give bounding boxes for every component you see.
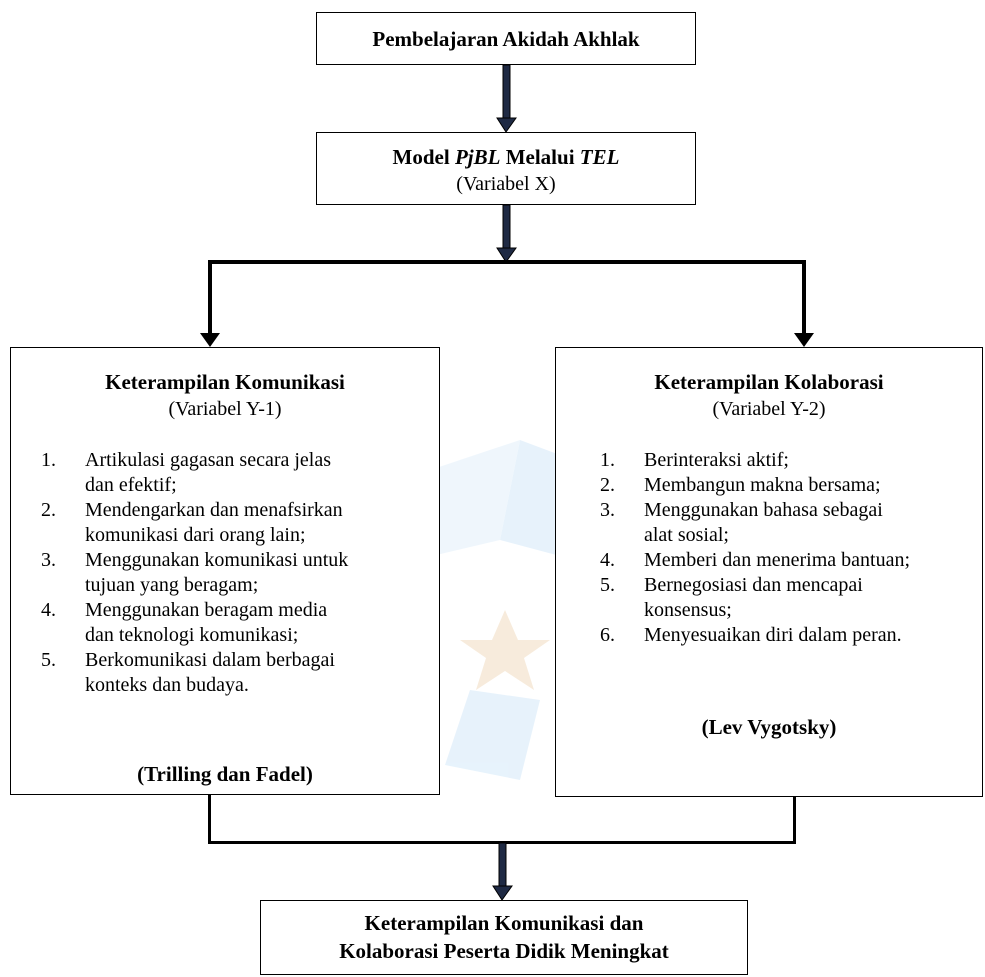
list-item: 4. Menggunakan beragam media dan teknologi… bbox=[41, 598, 436, 648]
list-item-number: 2. bbox=[600, 474, 615, 496]
list-item: 4. Memberi dan menerima bantuan; bbox=[600, 548, 980, 573]
model-title-part-2: PjBL bbox=[454, 145, 501, 169]
list-item-text: konsensus; bbox=[644, 599, 732, 621]
merge-right bbox=[793, 797, 796, 843]
arrowhead-split bbox=[496, 247, 517, 263]
left-box-variable: (Variabel Y-1) bbox=[168, 398, 282, 420]
model-title-part-1: Model bbox=[392, 145, 455, 169]
arrowhead-model bbox=[496, 117, 517, 133]
left-box-title: Keterampilan Komunikasi bbox=[105, 370, 345, 394]
arrowhead-left bbox=[200, 333, 220, 347]
connector-model-down bbox=[502, 204, 511, 251]
list-item-text: Mendengarkan dan menafsirkan bbox=[85, 499, 343, 521]
left-box-list: 1. Artikulasi gagasan secara jelas dan efe… bbox=[41, 448, 436, 698]
model-title-part-3: Melalui bbox=[500, 145, 580, 169]
bottom-box-line-1: Keterampilan Komunikasi dan bbox=[364, 911, 644, 935]
list-item-text: komunikasi dari orang lain; bbox=[85, 524, 306, 546]
connector-left bbox=[208, 260, 212, 335]
model-box-title: Model PjBL Melalui TEL bbox=[317, 143, 695, 171]
list-item-number: 5. bbox=[41, 649, 56, 671]
list-item: 6. Menyesuaikan diri dalam peran. bbox=[600, 623, 980, 648]
list-item-text: Menggunakan beragam media bbox=[85, 599, 328, 621]
connector-bottom bbox=[498, 842, 507, 888]
right-box: Keterampilan Kolaborasi (Variabel Y-2) 1… bbox=[555, 347, 983, 797]
list-item-text: Menggunakan komunikasi untuk bbox=[85, 549, 349, 571]
top-box: Pembelajaran Akidah Akhlak bbox=[316, 12, 696, 65]
list-item-text: Bernegosiasi dan mencapai bbox=[644, 574, 863, 596]
list-item-number: 5. bbox=[600, 574, 615, 596]
list-item-text: tujuan yang beragam; bbox=[85, 574, 259, 596]
list-item: 5. Berkomunikasi dalam berbagai konteks da… bbox=[41, 648, 436, 698]
merge-left bbox=[208, 795, 211, 843]
list-item-text: Berinteraksi aktif; bbox=[644, 449, 789, 471]
connector-top-model bbox=[502, 64, 511, 121]
list-item-text: Berkomunikasi dalam berbagai bbox=[85, 649, 335, 671]
list-item-text: alat sosial; bbox=[644, 524, 729, 546]
list-item-number: 1. bbox=[41, 449, 56, 471]
right-box-title: Keterampilan Kolaborasi bbox=[654, 370, 884, 394]
list-item-text: Menyesuaikan diri dalam peran. bbox=[644, 624, 902, 646]
list-item-text: Membangun makna bersama; bbox=[644, 474, 881, 496]
list-item-text: konteks dan budaya. bbox=[85, 674, 249, 696]
list-item-text: Menggunakan bahasa sebagai bbox=[644, 499, 883, 521]
list-item-number: 2. bbox=[41, 499, 56, 521]
top-box-title: Pembelajaran Akidah Akhlak bbox=[372, 27, 640, 51]
bottom-box: Keterampilan Komunikasi dan Kolaborasi P… bbox=[260, 900, 748, 975]
left-box-source: (Trilling dan Fadel) bbox=[137, 762, 313, 786]
list-item-number: 3. bbox=[600, 499, 615, 521]
list-item: 1. Berinteraksi aktif; bbox=[600, 448, 980, 473]
list-item: 2. Membangun makna bersama; bbox=[600, 473, 980, 498]
list-item-number: 6. bbox=[600, 624, 615, 646]
model-box-variable: (Variabel X) bbox=[456, 173, 556, 195]
list-item: 5. Bernegosiasi dan mencapai konsensus; bbox=[600, 573, 980, 623]
right-box-variable: (Variabel Y-2) bbox=[712, 398, 826, 420]
connector-right bbox=[802, 260, 806, 335]
list-item-text: dan teknologi komunikasi; bbox=[85, 624, 299, 646]
left-box: Keterampilan Komunikasi (Variabel Y-1) 1… bbox=[10, 347, 440, 795]
list-item: 3. Menggunakan bahasa sebagai alat sosial; bbox=[600, 498, 980, 548]
list-item-number: 3. bbox=[41, 549, 56, 571]
arrowhead-bottom bbox=[492, 885, 513, 901]
bottom-box-line-2: Kolaborasi Peserta Didik Meningkat bbox=[339, 939, 669, 963]
right-box-source: (Lev Vygotsky) bbox=[701, 715, 837, 739]
list-item-number: 1. bbox=[600, 449, 615, 471]
list-item-text: Memberi dan menerima bantuan; bbox=[644, 549, 911, 571]
list-item: 3. Menggunakan komunikasi untuk tujuan yan… bbox=[41, 548, 436, 598]
model-box: Model PjBL Melalui TEL (Variabel X) bbox=[316, 132, 696, 205]
model-title-part-4: TEL bbox=[579, 145, 620, 169]
right-box-list: 1. Berinteraksi aktif; 2. Membangun makna … bbox=[600, 448, 980, 648]
list-item: 2. Mendengarkan dan menafsirkan komunikasi… bbox=[41, 498, 436, 548]
list-item-number: 4. bbox=[600, 549, 615, 571]
arrowhead-right bbox=[794, 333, 814, 347]
split-line bbox=[208, 260, 806, 264]
list-item-text: dan efektif; bbox=[85, 474, 177, 496]
list-item: 1. Artikulasi gagasan secara jelas dan efe… bbox=[41, 448, 436, 498]
list-item-text: Artikulasi gagasan secara jelas bbox=[85, 449, 332, 471]
list-item-number: 4. bbox=[41, 599, 56, 621]
